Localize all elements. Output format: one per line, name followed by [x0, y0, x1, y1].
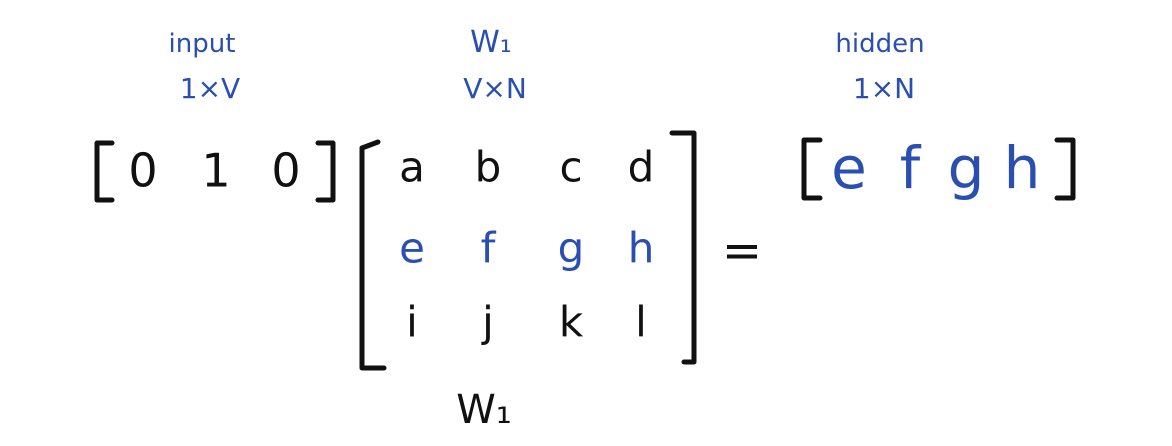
matrix-cell: l: [635, 298, 647, 347]
matrix-cell: j: [481, 298, 494, 347]
matrix-cell: k: [559, 298, 584, 347]
input-label: input: [169, 29, 236, 59]
hidden-label-group: hidden 1×N: [835, 29, 924, 105]
equals-sign: =: [722, 223, 762, 279]
hidden-entry: e: [831, 134, 867, 202]
matrix-cell: f: [481, 224, 497, 273]
matrix-right-bracket: [669, 130, 697, 365]
matrix-cell: a: [399, 143, 425, 192]
matrix-cell: c: [559, 143, 582, 192]
input-entry: 0: [271, 144, 300, 198]
hidden-dims-label: 1×N: [853, 72, 915, 105]
input-entry: 0: [128, 144, 157, 198]
hidden-label: hidden: [835, 29, 924, 59]
weights-label-group: W₁ V×N: [463, 25, 527, 105]
matrix-cell: d: [628, 143, 655, 192]
matrix-cell: h: [628, 224, 655, 273]
hidden-entry: h: [1004, 134, 1041, 202]
hidden-entry: g: [948, 134, 985, 202]
hidden-left-bracket: [801, 137, 823, 201]
matrix-cell: i: [406, 298, 418, 347]
input-label-group: input 1×V: [169, 29, 241, 105]
input-dims-label: 1×V: [180, 72, 240, 105]
matrix-cell: g: [558, 224, 585, 273]
input-right-bracket: [315, 140, 336, 203]
matrix-cell: b: [475, 143, 502, 192]
weights-dims-label: V×N: [463, 72, 527, 105]
weights-label: W₁: [470, 25, 512, 60]
matrix-caption: W₁: [456, 387, 512, 433]
hidden-entry: f: [900, 134, 922, 202]
matrix-left-bracket: [359, 139, 387, 371]
input-entry: 1: [201, 144, 230, 198]
input-left-bracket: [94, 140, 115, 203]
matrix-cell: e: [399, 224, 425, 273]
hidden-right-bracket: [1054, 137, 1076, 201]
